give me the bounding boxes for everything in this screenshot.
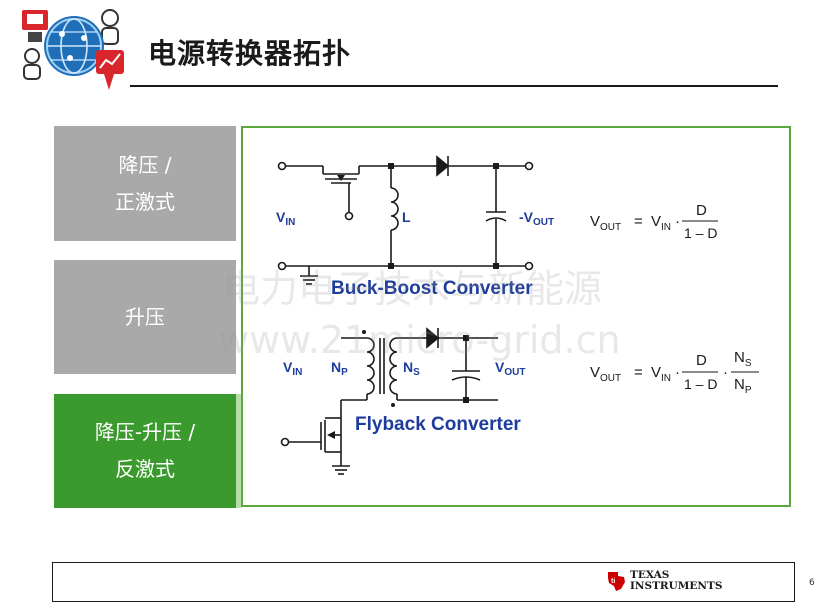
tab-buck-boost-flyback-line2: 反激式 (115, 457, 175, 481)
svg-text:NS: NS (734, 349, 752, 369)
buck-boost-vout-label: -VOUT (519, 209, 554, 228)
tab-boost-label: 升压 (125, 304, 165, 329)
fb-vout-main: V (495, 359, 505, 375)
np-sub: P (341, 367, 348, 378)
bb-eq-lhs: V (590, 213, 600, 230)
fb-vin-sub: IN (292, 367, 302, 378)
bb-eq-rhs: V (651, 213, 661, 230)
svg-text:VIN: VIN (651, 213, 671, 233)
ti-texas-icon: ti (608, 572, 625, 591)
bb-eq-rhs-sub: IN (661, 222, 671, 233)
slide-title: 电源转换器拓扑 (148, 37, 352, 70)
tab-buck-forward-line1: 降压 / (118, 152, 172, 177)
page-number: 6 (809, 578, 815, 588)
bb-vout-sub: OUT (533, 217, 554, 228)
title-underline (130, 85, 778, 87)
buck-boost-junction-dots (388, 163, 499, 269)
bb-eq-den: 1 – D (684, 225, 717, 241)
active-tab-connector (236, 394, 242, 508)
flyback-vout-label: VOUT (495, 359, 525, 378)
fb-eq-dot2: · (723, 364, 728, 381)
fb-eq-den2: N (734, 376, 745, 393)
fb-eq-equals: = (634, 364, 643, 381)
fb-vout-sub: OUT (504, 367, 525, 378)
bb-vin-main: V (276, 209, 286, 225)
buck-boost-caption: Buck-Boost Converter (331, 278, 533, 299)
fb-eq-num1: D (696, 352, 707, 369)
tab-buck-boost-flyback-line1: 降压-升压 / (94, 420, 196, 444)
ns-main: N (403, 359, 413, 375)
flyback-vin-label: VIN (283, 359, 302, 378)
tab-boost[interactable]: 升压 (54, 260, 236, 374)
tab-buck-forward[interactable]: 降压 / 正激式 (54, 126, 236, 241)
fb-eq-den2-sub: P (745, 385, 752, 396)
flyback-caption: Flyback Converter (355, 414, 521, 435)
svg-text:NP: NP (734, 376, 752, 396)
fb-vin-main: V (283, 359, 293, 375)
flyback-dots (362, 330, 469, 407)
primary-turns-label: NP (331, 359, 348, 378)
ns-sub: S (413, 367, 420, 378)
buck-boost-equation: VOUT = VIN · D 1 – D (590, 202, 718, 241)
fb-eq-num2-sub: S (745, 358, 752, 369)
ti-brand: ti TEXAS INSTRUMENTS (605, 570, 722, 592)
ti-brand-line2: INSTRUMENTS (630, 580, 723, 592)
buck-boost-vin-label: VIN (276, 209, 295, 228)
bb-eq-equals: = (634, 213, 643, 230)
inductor-label: L (402, 209, 411, 225)
fb-eq-rhs-sub: IN (661, 373, 671, 384)
svg-text:VIN: VIN (651, 364, 671, 384)
fb-eq-num2: N (734, 349, 745, 366)
bb-eq-dot: · (675, 213, 680, 230)
fb-eq-lhs-sub: OUT (600, 373, 621, 384)
bb-eq-num: D (696, 202, 707, 219)
secondary-turns-label: NS (403, 359, 420, 378)
fb-eq-lhs: V (590, 364, 600, 381)
np-main: N (331, 359, 341, 375)
svg-text:ti: ti (611, 578, 615, 585)
bb-vin-sub: IN (285, 217, 295, 228)
tab-buck-boost-flyback[interactable]: 降压-升压 / 反激式 (54, 394, 236, 508)
content-panel (241, 126, 791, 507)
fb-eq-rhs: V (651, 364, 661, 381)
bb-vout-main: -V (519, 209, 534, 225)
network-globe-logo (22, 9, 124, 90)
ti-brand-line1: TEXAS (630, 569, 670, 581)
fb-eq-dot: · (675, 364, 680, 381)
fb-eq-den1: 1 – D (684, 376, 717, 392)
flyback-equation: VOUT = VIN · D 1 – D · NS NP (590, 349, 759, 396)
buck-boost-schematic (277, 155, 534, 285)
svg-text:VOUT: VOUT (590, 213, 621, 233)
bb-eq-lhs-sub: OUT (600, 222, 621, 233)
converter-diagram: VIN L -VOUT Buck-Boost Converter VOUT = … (276, 155, 759, 475)
tab-buck-forward-line2: 正激式 (115, 189, 175, 214)
svg-text:VOUT: VOUT (590, 364, 621, 384)
